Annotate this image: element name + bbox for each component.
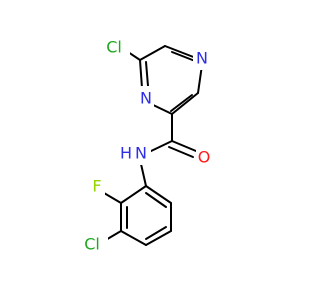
bond-c-f (103, 192, 122, 204)
label-bg (138, 86, 154, 110)
label-bg (89, 174, 105, 198)
label-bg (100, 35, 130, 59)
bond-ch-c-amide-inner (170, 94, 193, 112)
label-bg (115, 141, 151, 165)
bond-c-ch-top-inner (171, 51, 196, 62)
molecule-diagram: Cl N N H N O F Cl (78, 35, 212, 256)
atom-labels: Cl N N H N O F Cl (78, 35, 212, 256)
atom-o-carbonyl: O (198, 148, 211, 167)
bond-ph-4-inner (145, 226, 167, 240)
bond-ph-1 (120, 185, 147, 204)
amide-group (148, 113, 197, 158)
atom-cl-pyrazine: Cl (106, 38, 122, 57)
bond-c-ch-top (164, 45, 197, 59)
pyrazine-ring (121, 45, 203, 115)
bond-ph-6 (145, 185, 172, 204)
bond-ph-6-inner (145, 192, 167, 208)
atom-h-amide: H (120, 144, 132, 163)
bond-ccl-ctop (139, 45, 166, 61)
atom-n-pyrazine-bottom: N (140, 89, 152, 108)
label-bg (196, 145, 212, 169)
bond-c-o-double (168, 146, 194, 158)
atom-cl-phenyl: Cl (84, 235, 100, 254)
label-bg (193, 46, 209, 70)
atom-n-amide: N (135, 144, 147, 163)
label-bg (78, 232, 108, 256)
bond-c-o (171, 140, 197, 152)
bond-ch-c-amide (171, 92, 199, 115)
bond-n-phenyl (140, 163, 147, 187)
atom-f-phenyl: F (92, 177, 101, 196)
bond-ph-4 (145, 230, 172, 246)
bond-c-nh (148, 140, 173, 153)
bond-n-ccl (139, 59, 143, 89)
molecule-svg: Cl N N H N O F Cl (78, 35, 212, 256)
bond-ph-3 (120, 230, 147, 246)
bond-n-ccl-inner (145, 61, 149, 87)
atom-n-pyrazine-top: N (196, 49, 208, 68)
phenyl-ring (103, 163, 172, 246)
